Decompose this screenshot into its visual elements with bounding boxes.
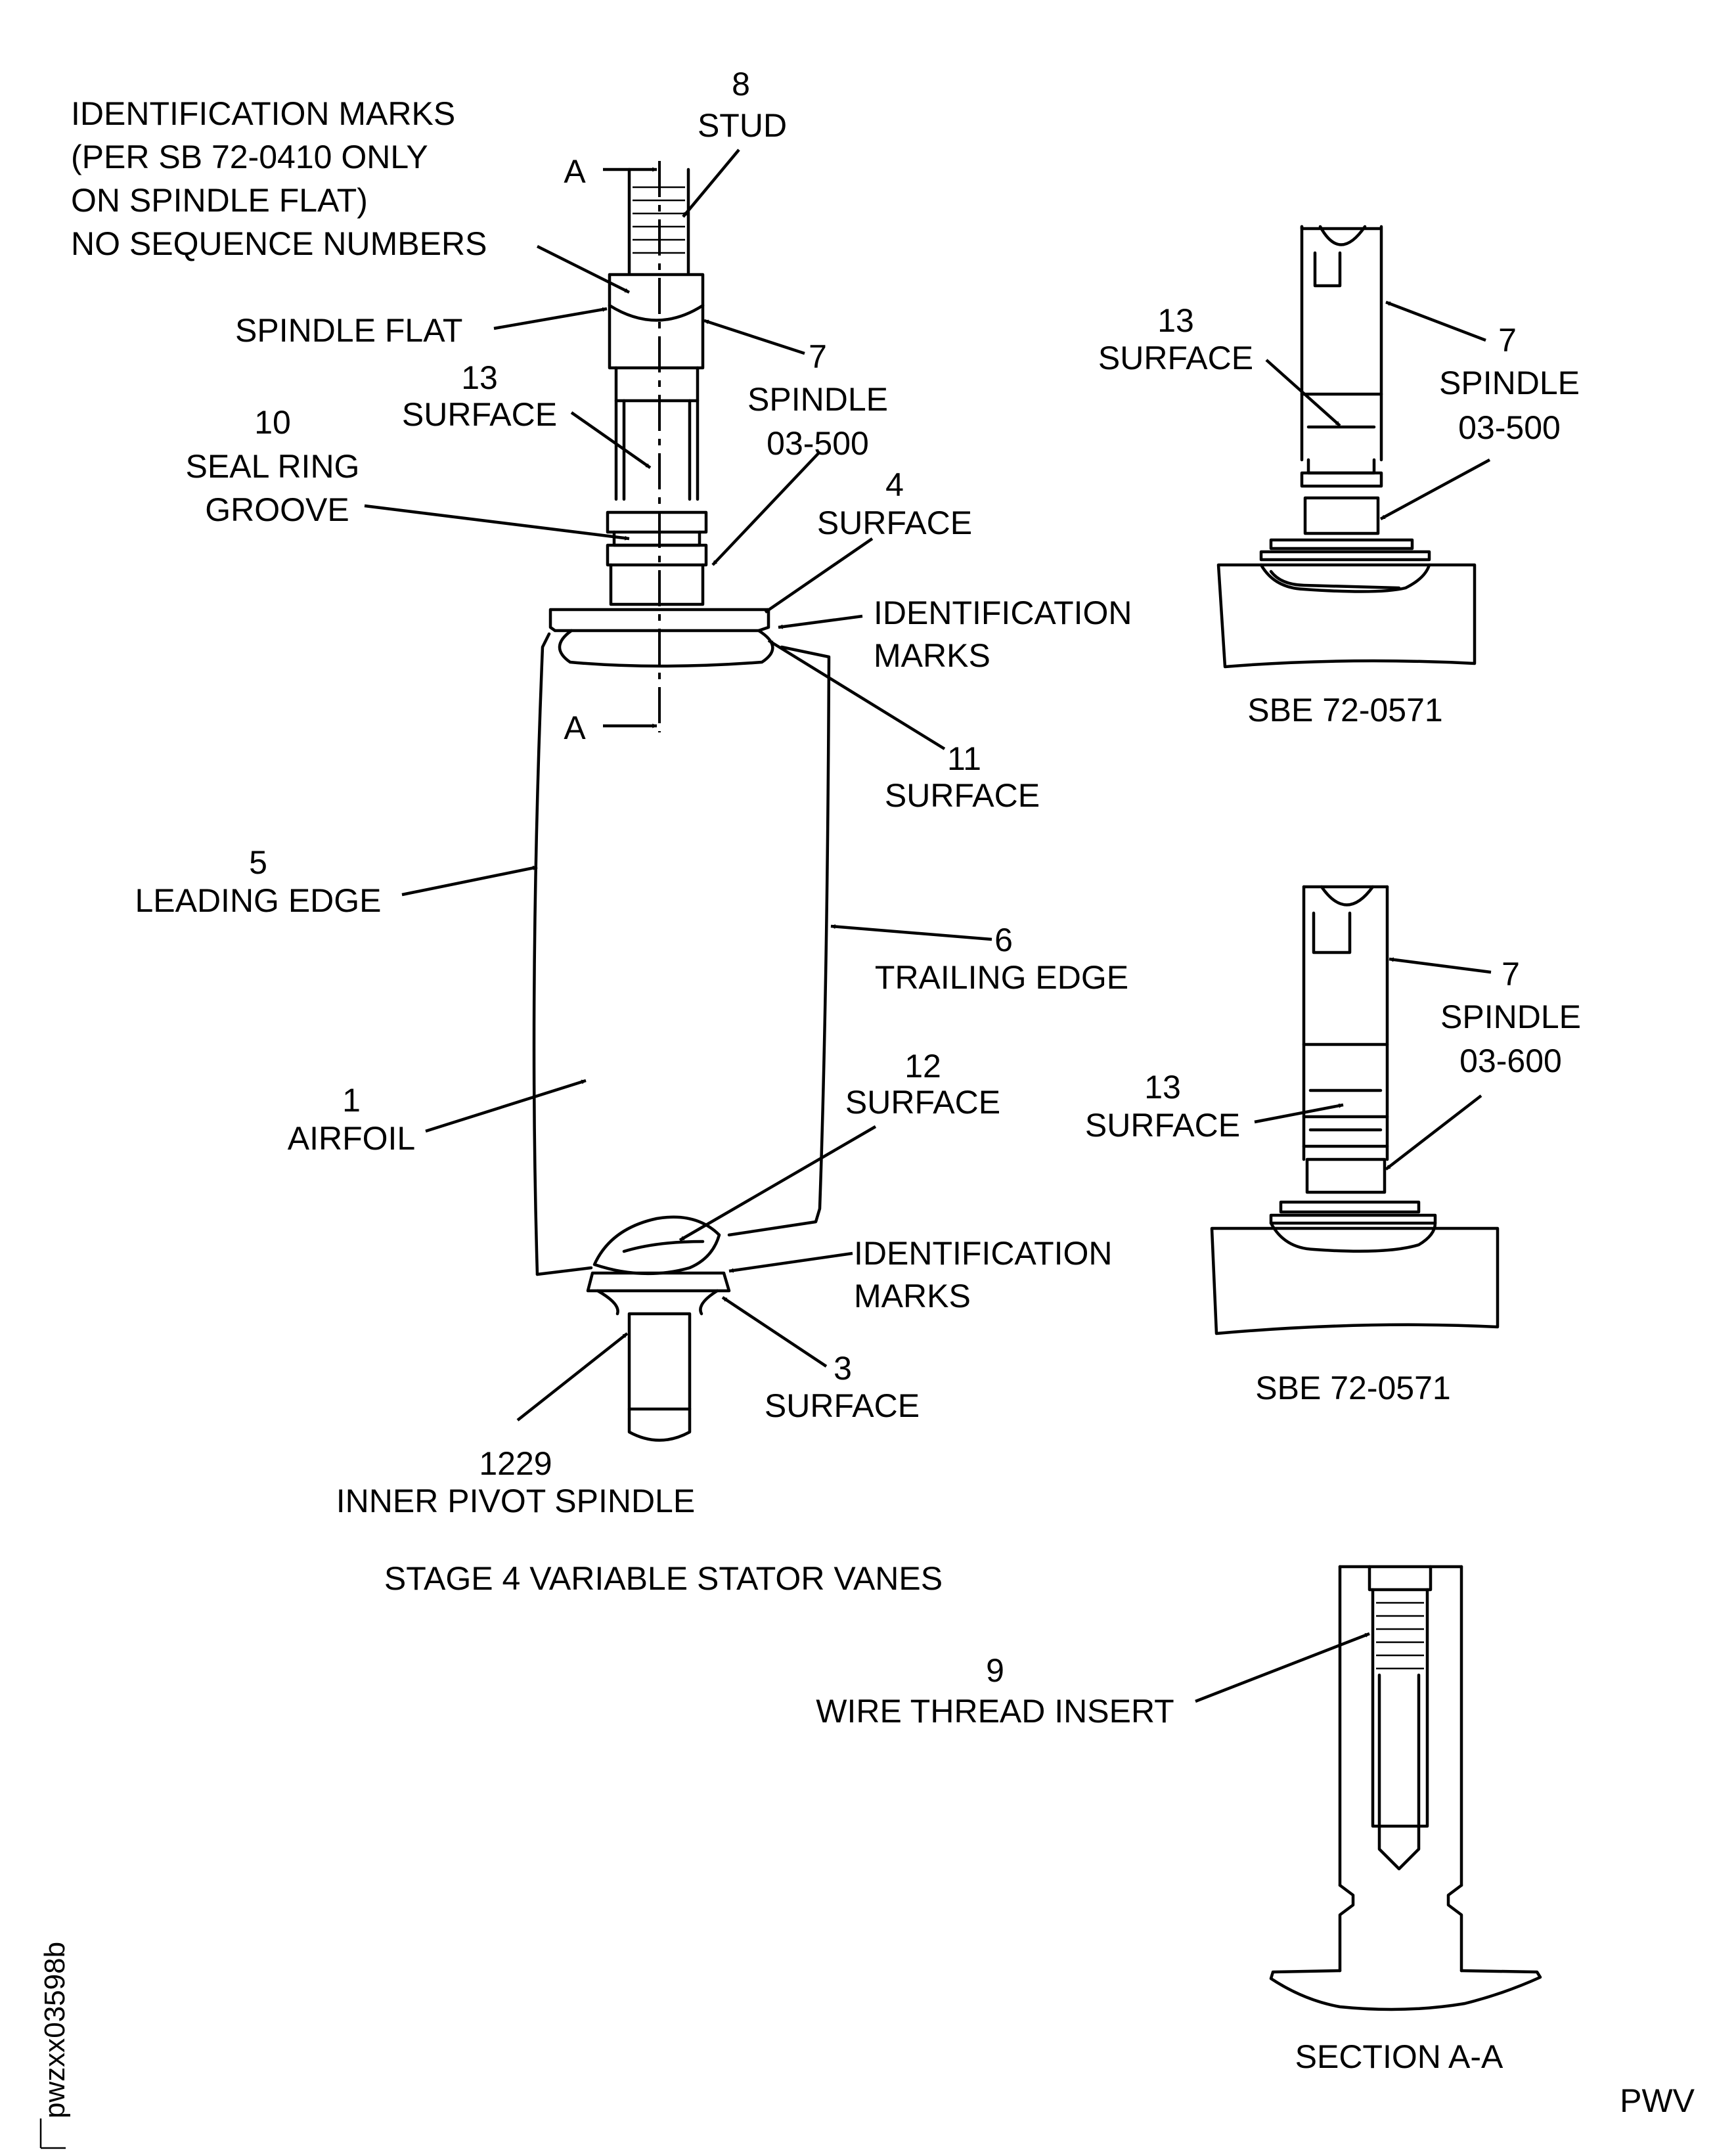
label-surface-4: SURFACE	[817, 504, 972, 541]
label-surface-3: SURFACE	[765, 1387, 920, 1424]
label-stud-number: 8	[732, 66, 750, 102]
label-identification-bottom: IDENTIFICATION	[854, 1235, 1113, 1272]
label-inner-pivot-spindle: INNER PIVOT SPINDLE	[336, 1483, 695, 1519]
label-spindle-03-500: 03-500	[767, 425, 869, 462]
label-ur-sbe: SBE 72-0571	[1247, 692, 1442, 728]
label-surface-13: SURFACE	[402, 396, 557, 433]
label-inner-pivot-number: 1229	[479, 1445, 552, 1482]
label-wire-thread-insert: WIRE THREAD INSERT	[816, 1693, 1174, 1730]
seal-ring-groove-10	[606, 510, 708, 606]
label-leading-number: 5	[249, 844, 267, 881]
spindle-view-03-500	[1216, 225, 1477, 669]
section-line-aa	[603, 161, 661, 732]
spindle-7	[608, 273, 705, 501]
label-section-aa: SECTION A-A	[1295, 2038, 1503, 2075]
label-section-a-top: A	[564, 153, 586, 190]
label-pwv: PWV	[1620, 2082, 1695, 2119]
label-surface-12: SURFACE	[845, 1084, 1000, 1121]
label-spindle-flat: SPINDLE FLAT	[235, 312, 462, 349]
label-mr-surface-13-number: 13	[1144, 1069, 1181, 1106]
label-mr-spindle: SPINDLE	[1440, 998, 1581, 1035]
label-spindle: SPINDLE	[747, 381, 888, 418]
label-id-marks-4: NO SEQUENCE NUMBERS	[71, 225, 487, 262]
label-groove: GROOVE	[205, 491, 349, 528]
label-id-marks-3: ON SPINDLE FLAT)	[71, 182, 368, 219]
leader-lines	[364, 148, 1492, 1703]
label-spindle-7-number: 7	[809, 338, 827, 375]
callout-labels: IDENTIFICATION MARKS (PER SB 72-0410 ONL…	[39, 66, 1695, 2149]
label-surface-11-number: 11	[947, 740, 981, 777]
vane-button	[548, 608, 774, 668]
label-ur-spindle: SPINDLE	[1439, 365, 1580, 401]
label-ur-surface-13-number: 13	[1157, 302, 1194, 339]
label-figure-id: pwzxx03598b	[39, 1942, 71, 2118]
inner-pivot-spindle	[586, 1271, 731, 1442]
label-identification-top: IDENTIFICATION	[874, 594, 1132, 631]
label-id-marks-2: (PER SB 72-0410 ONLY	[71, 139, 428, 175]
label-surface-11: SURFACE	[885, 777, 1040, 814]
label-mr-sbe: SBE 72-0571	[1255, 1370, 1450, 1406]
label-leading-edge: LEADING EDGE	[135, 882, 381, 919]
label-marks-bottom: MARKS	[854, 1278, 971, 1314]
label-surface-4-number: 4	[885, 466, 904, 503]
label-surface-12-number: 12	[904, 1048, 941, 1085]
label-airfoil-number: 1	[342, 1082, 361, 1119]
label-surface-13-number: 13	[461, 359, 498, 396]
section-a-a-view	[1269, 1565, 1542, 2011]
label-ur-surface-13: SURFACE	[1098, 340, 1253, 376]
label-mr-spindle-number: 7	[1502, 956, 1520, 993]
label-airfoil: AIRFOIL	[288, 1120, 415, 1157]
label-stud: STUD	[698, 107, 787, 144]
label-section-a-bottom: A	[564, 709, 586, 746]
label-wire-number: 9	[986, 1652, 1004, 1689]
airfoil-1	[532, 632, 831, 1276]
label-seal-number: 10	[254, 404, 291, 441]
main-vane-drawing	[532, 161, 831, 1442]
label-trailing-number: 6	[994, 922, 1013, 958]
label-ur-spindle-03-500: 03-500	[1458, 409, 1561, 446]
label-marks-top: MARKS	[874, 637, 990, 674]
spindle-view-03-600	[1210, 885, 1500, 1335]
label-caption: STAGE 4 VARIABLE STATOR VANES	[384, 1560, 943, 1597]
label-seal-ring: SEAL RING	[186, 448, 360, 485]
label-ur-spindle-number: 7	[1498, 322, 1517, 359]
label-mr-surface-13: SURFACE	[1085, 1107, 1240, 1144]
label-surface-3-number: 3	[834, 1350, 852, 1387]
label-mr-spindle-03-600: 03-600	[1459, 1042, 1562, 1079]
label-id-marks-1: IDENTIFICATION MARKS	[71, 95, 455, 132]
label-trailing-edge: TRAILING EDGE	[875, 959, 1128, 996]
